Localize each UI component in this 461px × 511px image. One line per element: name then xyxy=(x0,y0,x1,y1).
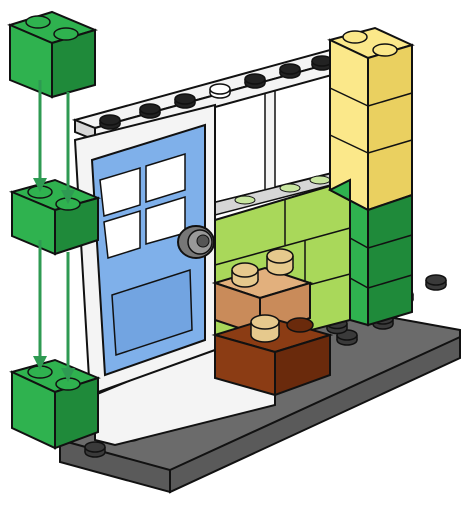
stud xyxy=(280,64,300,78)
door-knob xyxy=(178,226,214,258)
green-brick-move xyxy=(10,12,95,97)
yellow-stack xyxy=(330,28,412,210)
stud xyxy=(85,442,105,457)
stud xyxy=(100,115,120,129)
stud xyxy=(175,94,195,108)
green-brick-bottom xyxy=(12,360,98,448)
stud xyxy=(210,84,230,98)
stud xyxy=(426,275,446,290)
stud xyxy=(245,74,265,88)
stud xyxy=(140,104,160,118)
